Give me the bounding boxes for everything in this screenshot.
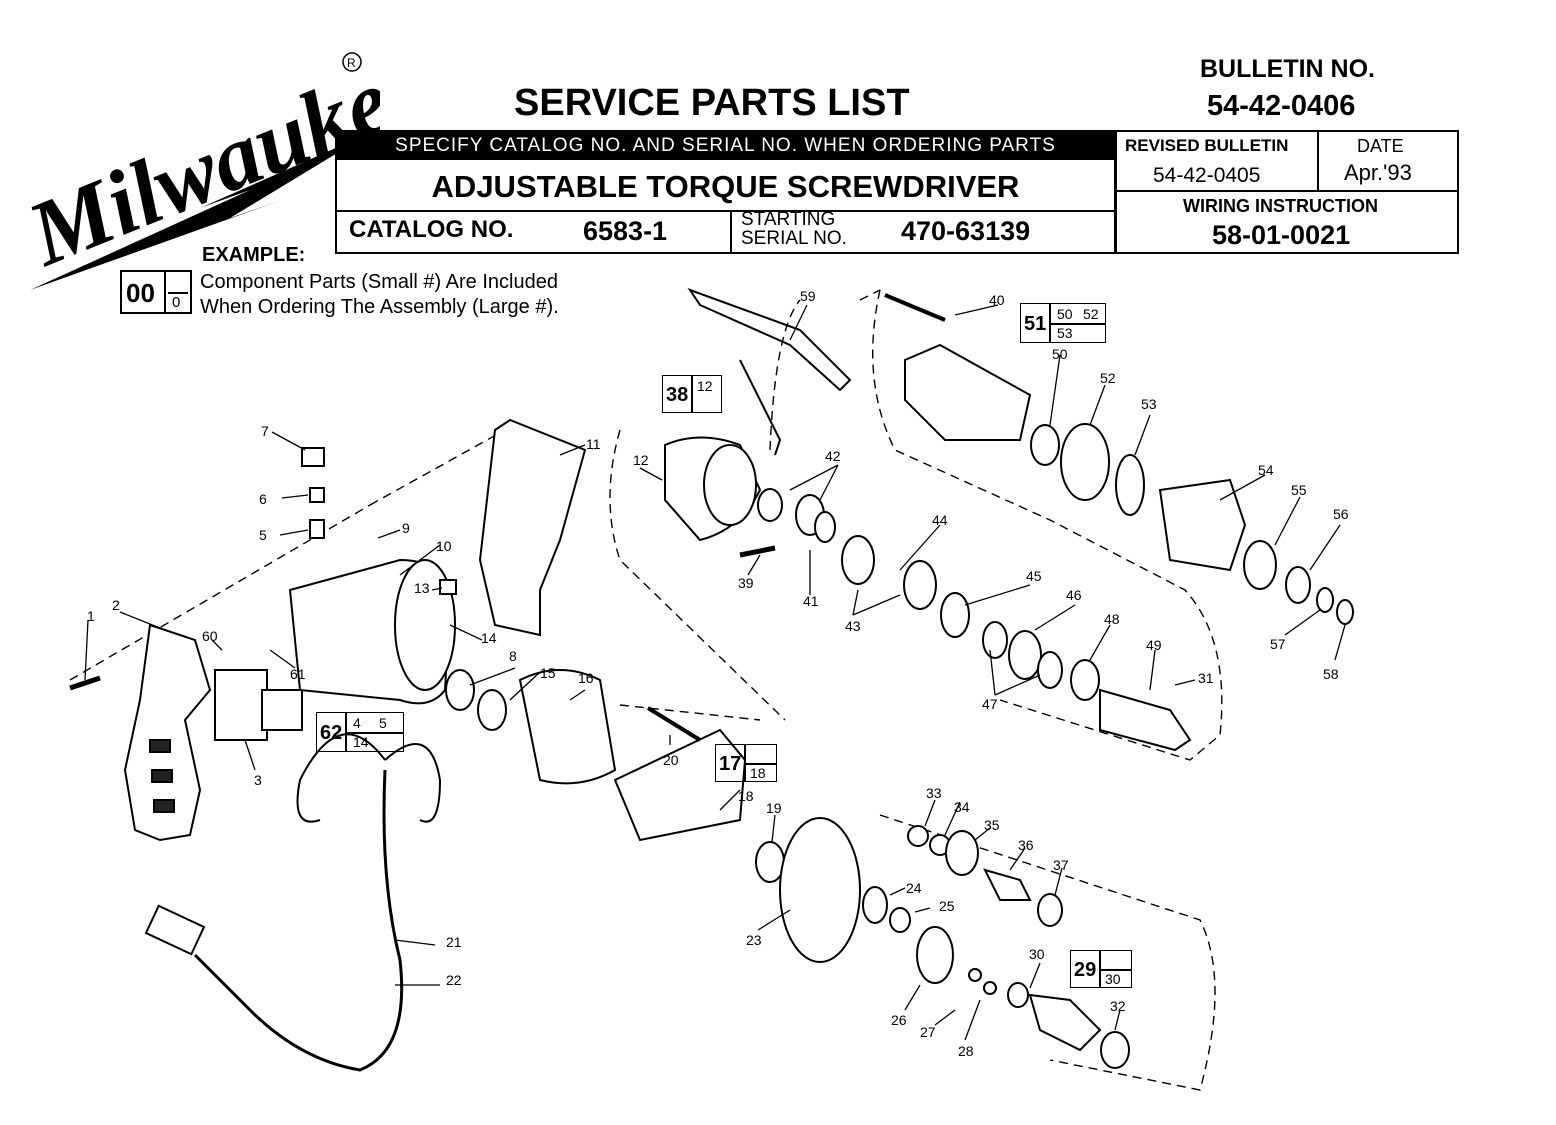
part-label: 56 [1333,506,1349,522]
svg-text:R: R [347,56,356,70]
part-label: 41 [803,593,819,609]
part-label: 8 [509,648,517,664]
part-label: 24 [906,880,922,896]
part-label: 61 [290,666,306,682]
part-label: 49 [1146,637,1162,653]
registered-mark-icon [342,52,362,72]
catalog-label: CATALOG NO. [349,216,514,243]
lightning-bolt-icon [30,132,372,290]
assembly-box-29: 29 30 [1070,950,1132,988]
part-label: 35 [984,817,1000,833]
spindle-part [1028,993,1102,1052]
part-label: 31 [1198,670,1214,686]
part-label: 14 [481,630,497,646]
part-label: 60 [202,628,218,644]
example-heading: EXAMPLE: [202,244,306,266]
switch-part [214,669,268,741]
part-label: 42 [825,448,841,464]
assembly-box-51: 51 50 52 53 [1020,303,1106,343]
part-label: 12 [633,452,649,468]
revised-label: REVISED BULLETIN [1125,136,1289,155]
bulletin-number: 54-42-0406 [1207,90,1356,122]
serial-label: STARTING SERIAL NO. [741,209,847,249]
part-label: 23 [746,932,762,948]
part-label: 21 [446,934,462,950]
catalog-number: 6583-1 [583,216,668,246]
part-label: 52 [1100,370,1116,386]
wire-clip-part [687,288,852,392]
wiring-number: 58-01-0021 [1212,220,1351,250]
screw-part [69,675,101,691]
example-description: Component Parts (Small #) Are Included W… [200,271,559,318]
part-label: 2 [112,597,120,613]
part-label: 5 [259,527,267,543]
revision-box: REVISED BULLETIN 54-42-0405 DATE Apr.'93… [1115,130,1459,254]
part-label: 10 [436,538,452,554]
header-box: SPECIFY CATALOG NO. AND SERIAL NO. WHEN … [335,130,1116,254]
part-label: 3 [254,772,262,788]
part-label: 55 [1291,482,1307,498]
part-label: 28 [958,1043,974,1059]
wiring-label: WIRING INSTRUCTION [1183,196,1378,216]
part-label: 53 [1141,396,1157,412]
part-label: 50 [1052,346,1068,362]
part-label: 13 [414,580,430,596]
part-label: 37 [1053,857,1069,873]
armature-part [613,728,747,842]
part-label: 43 [845,618,861,634]
gear-case-part [779,817,861,963]
part-label: 26 [891,1012,907,1028]
example-assembly-box: 00 0 [120,270,192,314]
page-title: SERVICE PARTS LIST [514,82,910,124]
part-label: 48 [1104,611,1120,627]
part-label: 16 [578,670,594,686]
part-label: 18 [738,788,754,804]
specify-notice: SPECIFY CATALOG NO. AND SERIAL NO. WHEN … [337,132,1114,160]
part-label: 20 [663,752,679,768]
part-label: 58 [1323,666,1339,682]
part-label: 59 [800,288,816,304]
part-label: 40 [989,292,1005,308]
collar-assembly-part [904,343,1032,441]
housing-half-part [478,418,587,637]
assembly-box-17: 17 18 [715,744,777,782]
part-label: 11 [586,436,601,452]
assembly-box-62: 62 4 5 14 [316,712,404,752]
part-label: 27 [920,1024,936,1040]
date-value: Apr.'93 [1344,160,1412,185]
part-label: 30 [1029,946,1045,962]
part-label: 15 [540,665,556,681]
part-label: 7 [261,423,269,439]
part-label: 34 [954,799,970,815]
handle-part [123,623,212,842]
part-label: 39 [738,575,754,591]
gear-part [916,926,954,984]
revised-number: 54-42-0405 [1153,164,1261,187]
part-label: 54 [1258,462,1274,478]
part-label: 57 [1270,636,1286,652]
part-label: 47 [982,696,998,712]
part-label: 36 [1018,837,1034,853]
part-label: 45 [1026,568,1042,584]
part-label: 1 [87,608,95,624]
part-label: 6 [259,491,267,507]
stator-part [518,669,617,785]
part-label: 32 [1110,998,1126,1014]
part-label: 22 [446,972,462,988]
product-title: ADJUSTABLE TORQUE SCREWDRIVER [431,169,1020,204]
part-label: 44 [932,512,948,528]
cord-part [193,769,404,1072]
sleeve-part [1158,478,1247,572]
bulletin-label: BULLETIN NO. [1200,55,1375,83]
part-label: 25 [939,898,955,914]
milwaukee-logo: Milwaukee R [13,40,380,290]
assembly-box-38: 38 12 [662,375,722,413]
part-label: 33 [926,785,942,801]
date-label: DATE [1357,136,1404,156]
part-label: 46 [1066,587,1082,603]
part-label: 9 [402,520,410,536]
serial-number: 470-63139 [901,216,1031,246]
part-label: 19 [766,800,782,816]
